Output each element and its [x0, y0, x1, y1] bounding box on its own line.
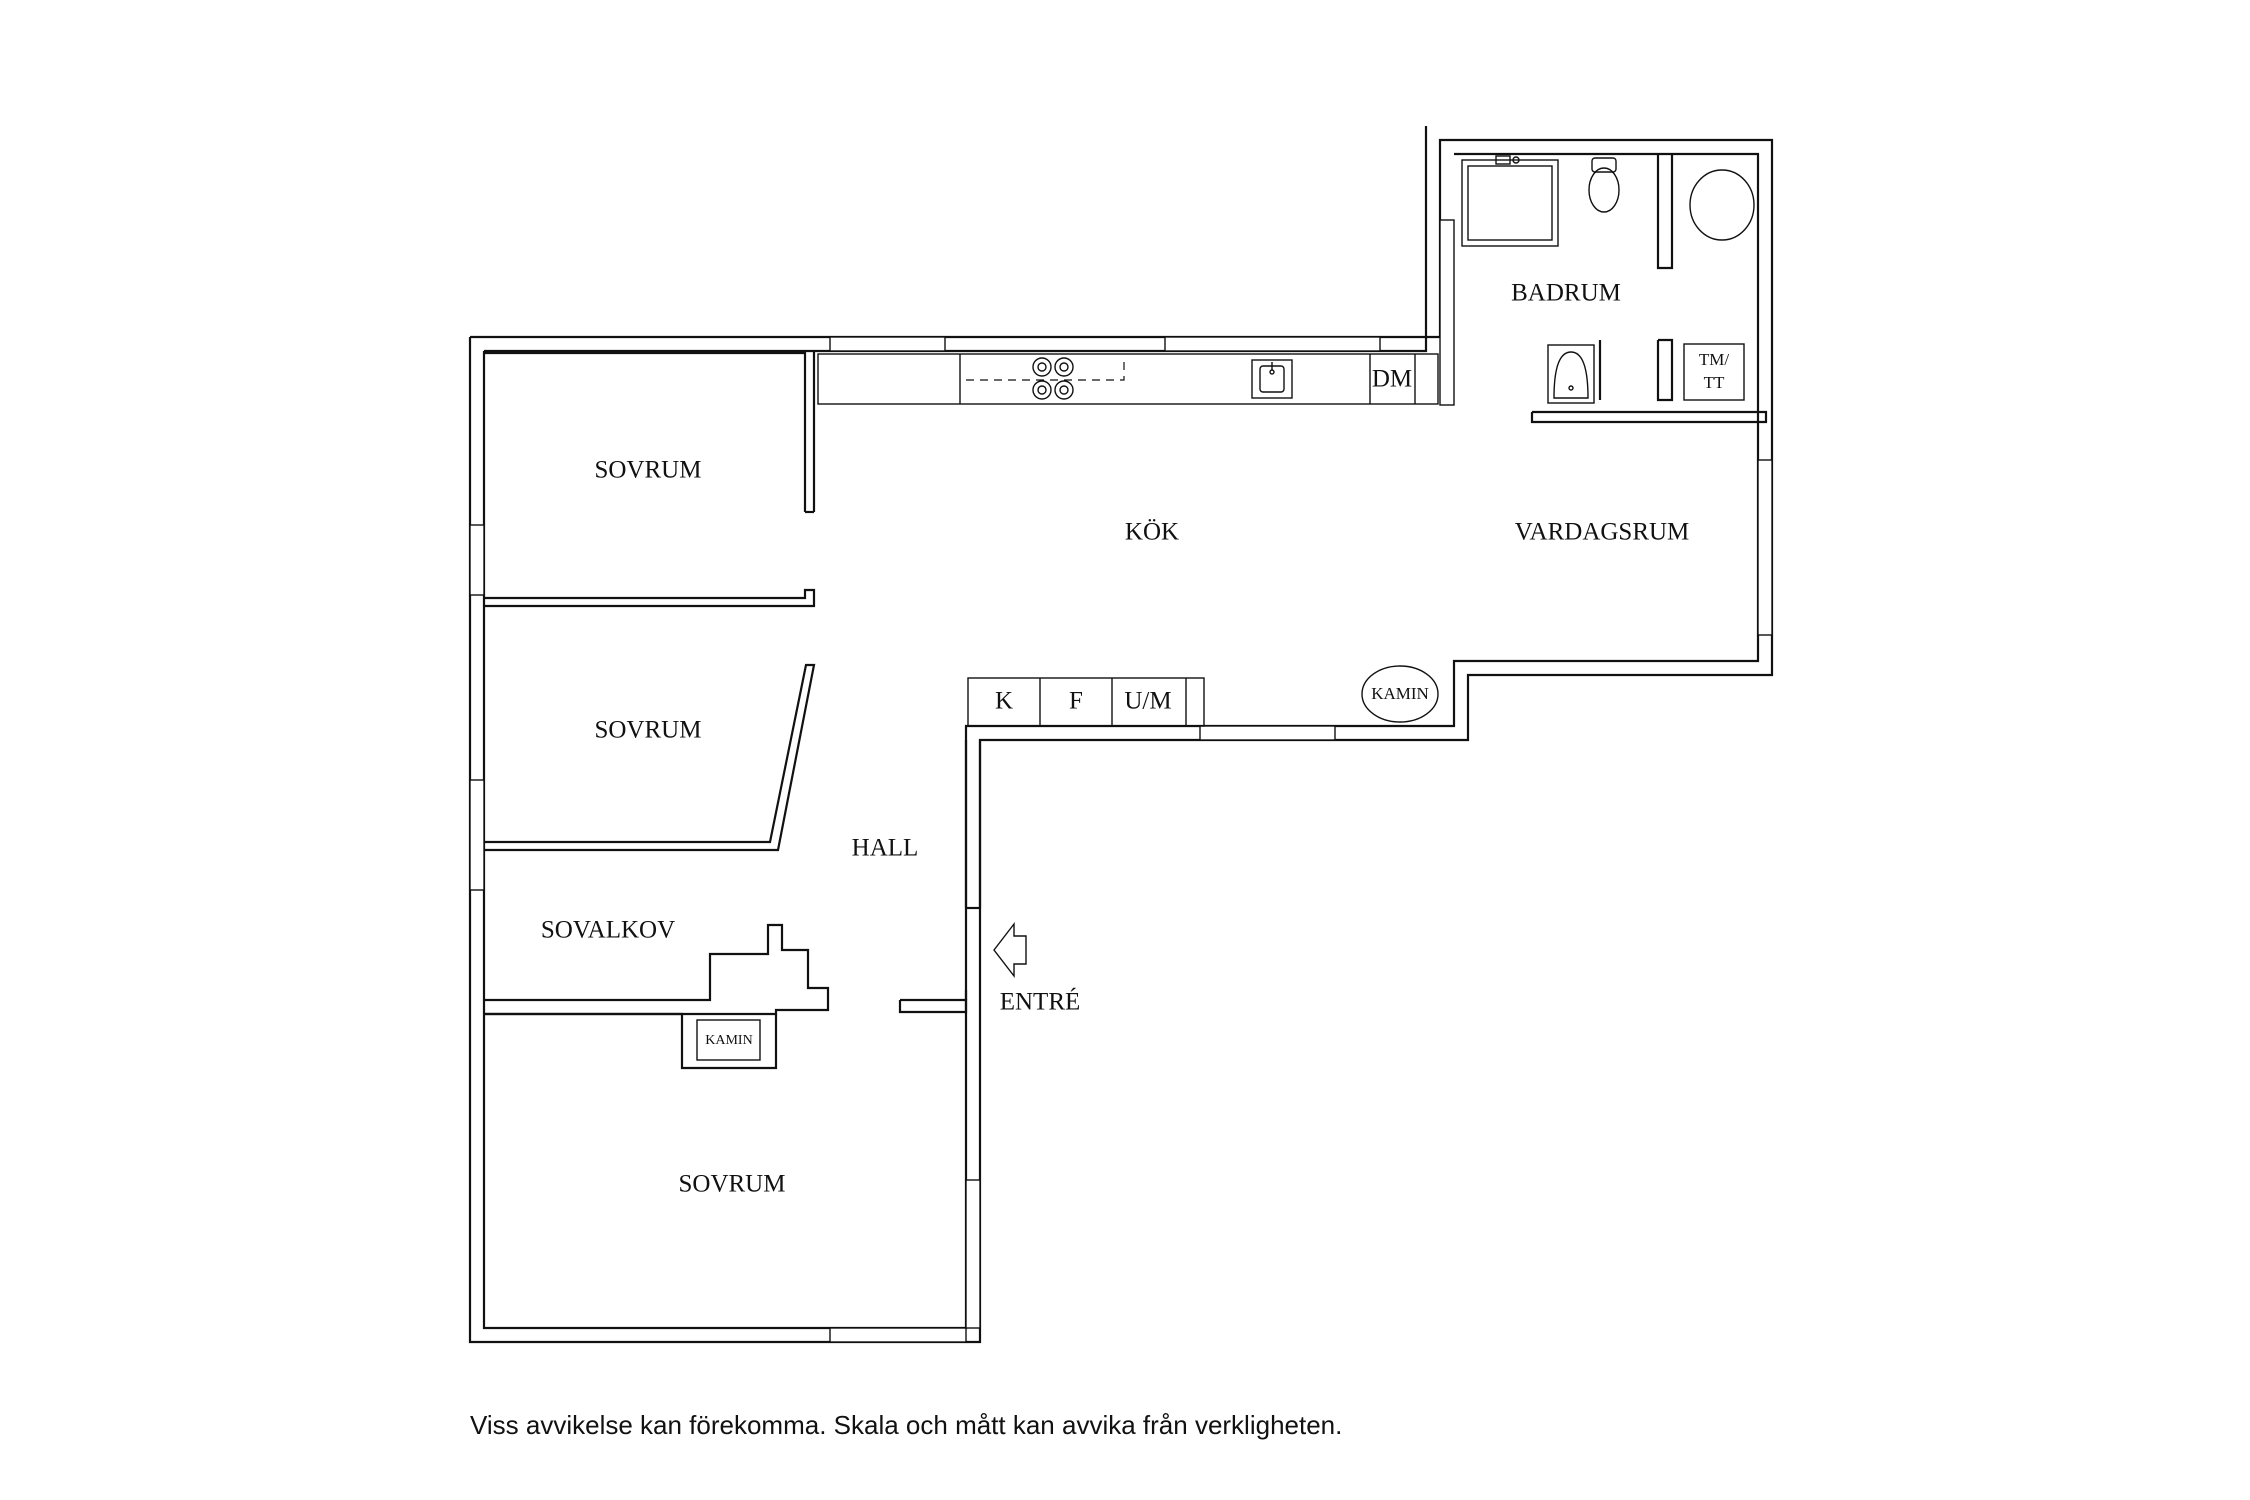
disclaimer-text: Viss avvikelse kan förekomma. Skala och …	[470, 1410, 1343, 1440]
room-label-hall: HALL	[852, 835, 919, 862]
room-label-badrum: BADRUM	[1511, 280, 1621, 307]
entrance-arrow-icon	[993, 921, 1027, 979]
hall-storage	[967, 677, 1205, 727]
room-label-kok: KÖK	[1125, 519, 1179, 546]
room-label-sovrum-3: SOVRUM	[679, 1171, 786, 1198]
room-label-sovrum-1: SOVRUM	[595, 457, 702, 484]
stove-icon	[1032, 357, 1074, 400]
fireplace-label: KAMIN	[1371, 684, 1429, 703]
washer-label-line1: TM/	[1699, 350, 1730, 369]
washbasin-icon	[1547, 344, 1595, 404]
kitchen-counter	[817, 353, 1439, 405]
outer-walls	[468, 126, 1774, 1344]
fridge-label: K	[995, 688, 1013, 715]
interior-walls	[484, 154, 1768, 1070]
washer-label-line2: TT	[1704, 373, 1725, 392]
sink-icon	[1251, 359, 1293, 399]
bathtub-icon	[1689, 169, 1755, 241]
room-label-vardagsrum: VARDAGSRUM	[1515, 519, 1690, 546]
fireplace-icon	[1361, 665, 1439, 723]
freezer-label: F	[1069, 688, 1083, 715]
entrance-label: ENTRÉ	[1000, 988, 1081, 1016]
dishwasher-label: DM	[1372, 366, 1412, 393]
toilet-icon	[1588, 157, 1620, 213]
windows	[469, 219, 1773, 1343]
microwave-oven-label: U/M	[1124, 688, 1171, 715]
bedroom-fireplace-label: KAMIN	[705, 1033, 752, 1048]
room-label-sovrum-2: SOVRUM	[595, 717, 702, 744]
room-label-sovalkov: SOVALKOV	[541, 917, 675, 944]
shower-icon	[1461, 155, 1559, 247]
washer-dryer-box	[1683, 343, 1745, 401]
